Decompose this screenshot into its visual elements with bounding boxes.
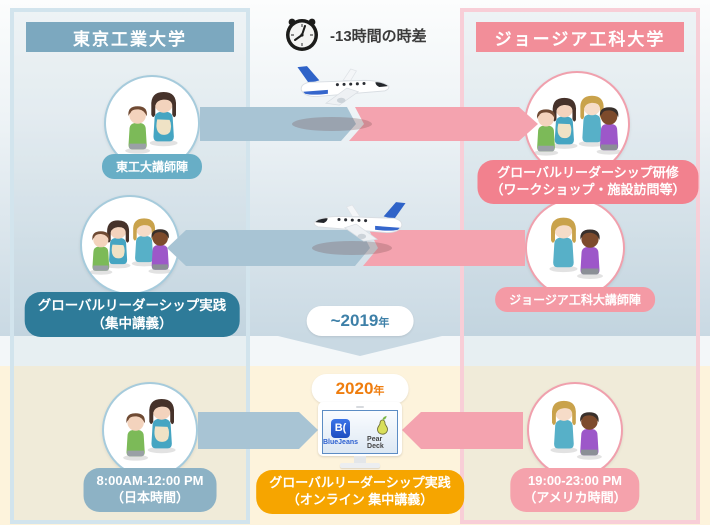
- bluejeans-logo: B( BlueJeans: [323, 418, 359, 446]
- tokyo-practice-label: グローバルリーダーシップ実践 （集中講義）: [24, 292, 240, 338]
- peardeck-label: Pear Deck: [367, 435, 384, 450]
- time-difference-note: -13時間の時差: [283, 16, 427, 54]
- japan-time-circle: [102, 382, 198, 478]
- clock-icon: [286, 18, 318, 51]
- people-icon: [550, 400, 602, 460]
- people-icon: [533, 95, 622, 156]
- monitor-screen: B( BlueJeans Pear Deck: [318, 402, 402, 456]
- monitor-base: [340, 463, 380, 468]
- time-difference-label: -13時間の時差: [330, 27, 427, 45]
- peardeck-logo: Pear Deck: [367, 415, 397, 450]
- bluejeans-icon: B(: [331, 418, 351, 438]
- georgia-lecturers-circle: [525, 198, 625, 298]
- monitor-neck: [354, 456, 366, 463]
- until-2019-suffix: 年: [378, 317, 390, 329]
- america-time-label: 19:00-23:00 PM （アメリカ時間）: [510, 468, 640, 512]
- tokyo-practice-label-line1: グローバルリーダーシップ実践: [37, 298, 227, 313]
- bluejeans-label: BlueJeans: [323, 438, 359, 446]
- year-2020-suffix: 年: [373, 385, 385, 397]
- until-2019-text: ~2019: [330, 311, 379, 330]
- online-practice-line1: グローバルリーダーシップ実践: [269, 475, 451, 490]
- people-icon: [89, 218, 172, 275]
- until-2019-pill: ~2019年: [306, 306, 414, 336]
- tokyo-lecturers-label: 東工大講師陣: [101, 154, 203, 179]
- monitor-screen-content: B( BlueJeans Pear Deck: [322, 410, 398, 454]
- timeline-down-arrow: [278, 336, 442, 356]
- tokyo-practice-circle: [80, 195, 180, 295]
- japan-time-line1: 8:00AM-12:00 PM: [96, 473, 204, 488]
- georgia-lecturers-label: ジョージア工科大講師陣: [495, 287, 655, 312]
- tokyo-practice-label-line2: （集中講義）: [91, 315, 173, 331]
- japan-time-line2: （日本時間）: [110, 489, 189, 505]
- online-practice-label: グローバルリーダーシップ実践 （オンライン 集中講義）: [256, 470, 464, 514]
- people-icon: [549, 217, 603, 279]
- pear-icon: [376, 415, 388, 435]
- georgia-tech-header: ジョージア工科大学: [476, 22, 684, 52]
- people-icon: [123, 399, 176, 461]
- monitor-camera-dot: [356, 406, 364, 408]
- tokyo-tech-header: 東京工業大学: [26, 22, 234, 52]
- year-2020-pill: 2020年: [311, 374, 409, 404]
- america-time-line2: （アメリカ時間）: [523, 489, 627, 505]
- america-time-circle: [527, 382, 623, 478]
- online-lecture-monitor: B( BlueJeans Pear Deck: [318, 402, 402, 468]
- people-icon: [125, 92, 178, 154]
- georgia-workshop-label: グローバルリーダーシップ研修 （ワークショップ・施設訪問等）: [477, 160, 699, 204]
- online-practice-line2: （オンライン 集中講義）: [286, 491, 434, 507]
- america-time-line1: 19:00-23:00 PM: [528, 473, 622, 488]
- georgia-workshop-label-line2: （ワークショップ・施設訪問等）: [490, 181, 686, 197]
- year-2020-text: 2020: [335, 379, 374, 398]
- georgia-workshop-circle: [524, 71, 630, 177]
- georgia-workshop-label-line1: グローバルリーダーシップ研修: [497, 165, 679, 180]
- japan-time-label: 8:00AM-12:00 PM （日本時間）: [83, 468, 217, 512]
